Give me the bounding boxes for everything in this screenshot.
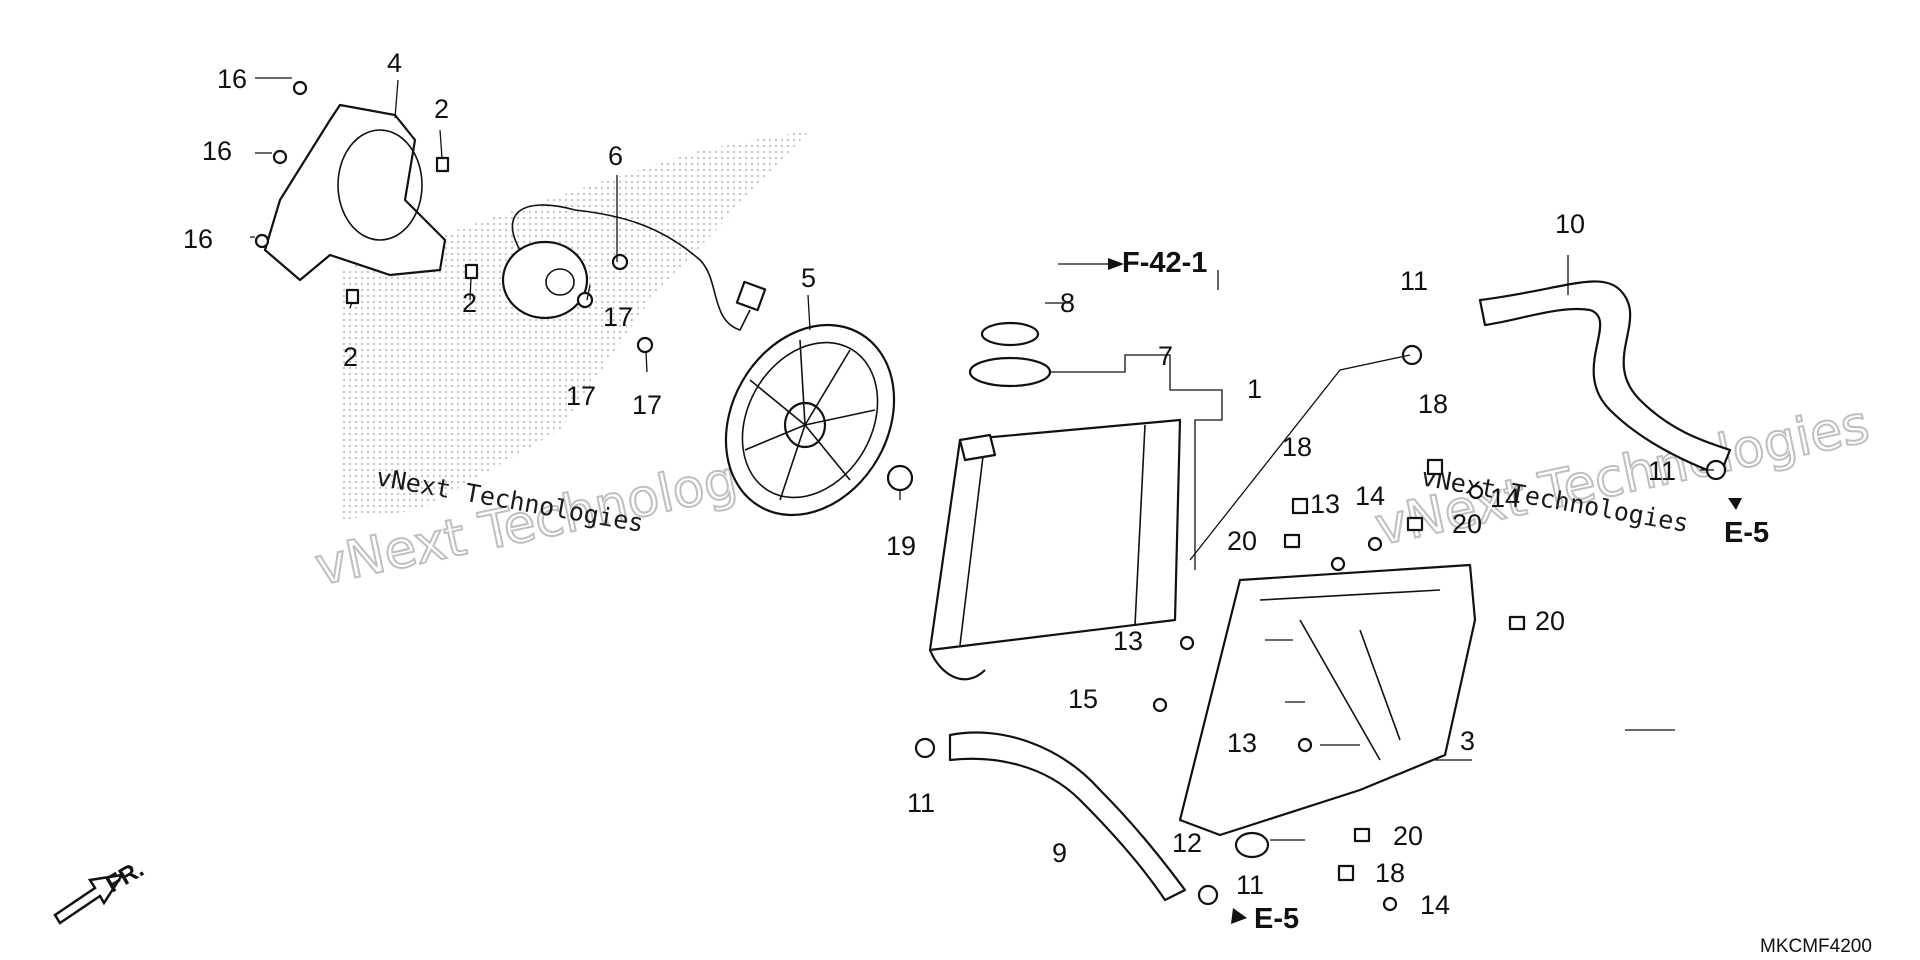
fan-part-5 <box>724 323 896 517</box>
label-1: 1 <box>1247 374 1262 404</box>
label-10: 10 <box>1555 209 1585 239</box>
label-7: 7 <box>1158 341 1173 371</box>
diagram-code: MKCMF4200 <box>1760 936 1872 957</box>
label-16b: 16 <box>202 136 232 166</box>
label-13b: 13 <box>1113 626 1143 656</box>
reference-markers: F-42-1 E-5 E-5 <box>1108 247 1769 935</box>
ref-e5-bottom: E-5 <box>1254 903 1299 935</box>
part-labels: 16 16 16 4 2 2 2 6 17 17 17 5 19 8 7 1 1… <box>183 48 1676 920</box>
label-11c: 11 <box>907 788 935 818</box>
label-11d: 11 <box>1236 870 1264 900</box>
label-11a: 11 <box>1400 266 1428 296</box>
front-arrow-icon: FR. <box>53 855 148 925</box>
nut-part-19 <box>886 464 914 492</box>
label-8: 8 <box>1060 288 1075 318</box>
label-18b: 18 <box>1282 432 1312 462</box>
label-4: 4 <box>387 48 402 78</box>
ref-e5-right: E-5 <box>1724 517 1769 549</box>
shading-area <box>340 130 810 520</box>
label-15: 15 <box>1068 684 1098 714</box>
label-2a: 2 <box>434 94 449 124</box>
shroud-part-3 <box>1178 563 1477 837</box>
label-14c: 14 <box>1420 890 1450 920</box>
label-18a: 18 <box>1418 389 1448 419</box>
label-14a: 14 <box>1355 481 1385 511</box>
label-18c: 18 <box>1375 858 1405 888</box>
label-2b: 2 <box>462 288 477 318</box>
label-16a: 16 <box>217 64 247 94</box>
label-2c: 2 <box>343 342 358 372</box>
hose-part-9 <box>948 731 1187 902</box>
label-9: 9 <box>1052 838 1067 868</box>
label-16c: 16 <box>183 224 213 254</box>
label-3: 3 <box>1460 726 1475 756</box>
leader-lines <box>250 77 1714 841</box>
radiator-part-1 <box>928 418 1182 681</box>
label-17a: 17 <box>603 302 633 332</box>
grommet-part-12 <box>1234 831 1270 859</box>
fan-motor-part-6 <box>501 204 767 331</box>
label-13c: 13 <box>1227 728 1257 758</box>
label-12: 12 <box>1172 828 1202 858</box>
hose-part-10 <box>1478 280 1732 477</box>
label-6: 6 <box>608 141 623 171</box>
label-20c: 20 <box>1535 606 1565 636</box>
label-20b: 20 <box>1452 509 1482 539</box>
label-14b: 14 <box>1490 483 1520 513</box>
label-11b: 11 <box>1648 456 1676 486</box>
label-17c: 17 <box>632 390 662 420</box>
fasteners <box>254 80 1727 912</box>
label-17b: 17 <box>566 381 596 411</box>
label-20a: 20 <box>1227 526 1257 556</box>
label-13a: 13 <box>1310 489 1340 519</box>
label-19: 19 <box>886 531 916 561</box>
label-20d: 20 <box>1393 821 1423 851</box>
o-ring-part-8 <box>980 321 1040 347</box>
ref-f42-1: F-42-1 <box>1122 247 1207 279</box>
fan-bracket-part-4 <box>263 103 447 282</box>
cap-part-7 <box>968 356 1052 388</box>
label-5: 5 <box>801 263 816 293</box>
